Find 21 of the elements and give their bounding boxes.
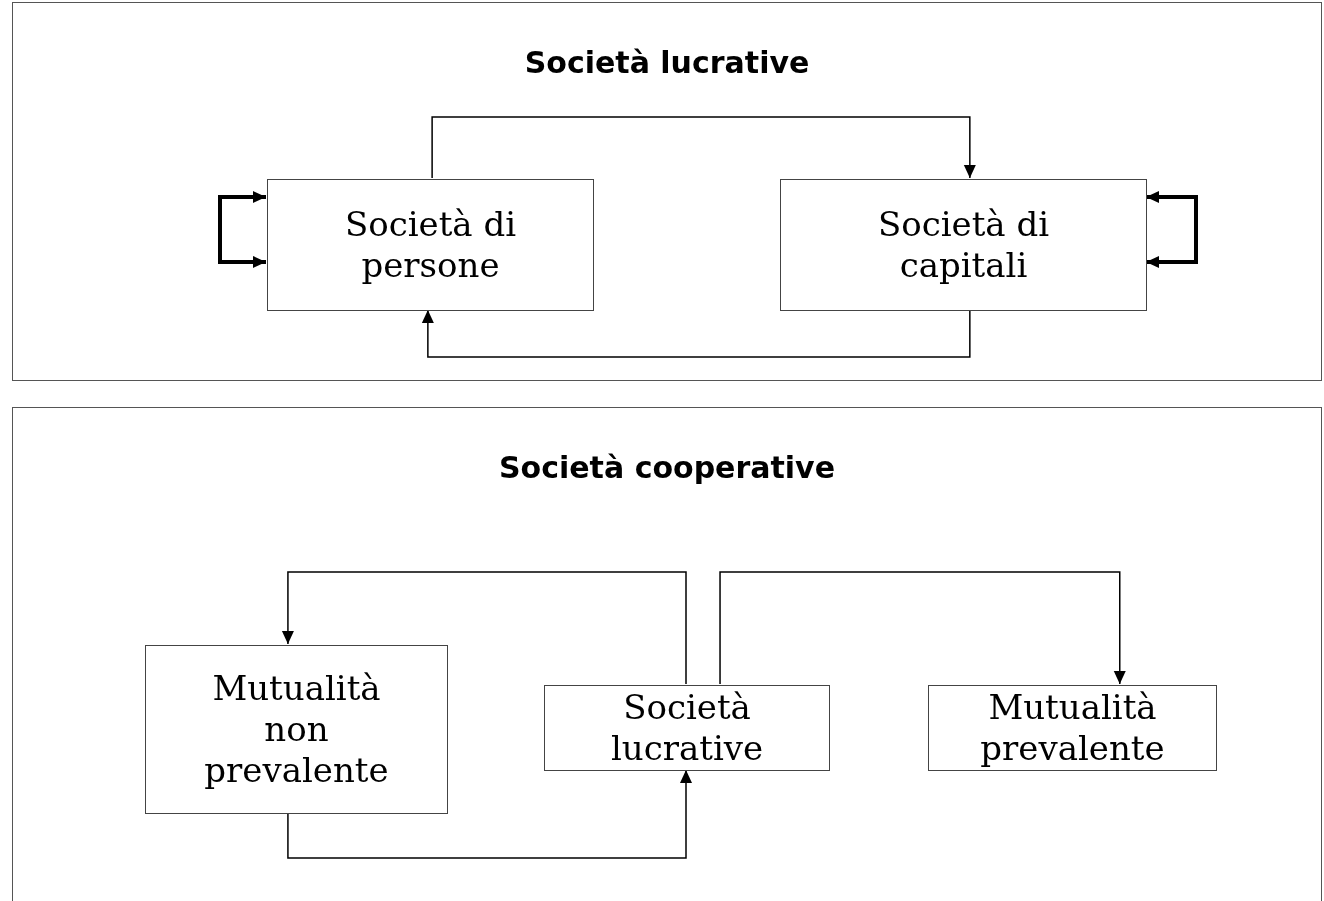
arrow [431, 116, 976, 179]
process-box [544, 685, 830, 771]
panel-frame [12, 407, 1322, 901]
box-label: Società lucrative [609, 687, 765, 769]
box-label: Società di capitali [876, 204, 1051, 286]
arrow [281, 571, 687, 685]
box-label: Società di persone [343, 204, 518, 286]
arrow [287, 769, 692, 859]
arrow [719, 571, 1126, 685]
panel-title: Società cooperative [497, 450, 837, 485]
process-box [267, 179, 594, 311]
process-box [928, 685, 1217, 771]
arrow [421, 309, 971, 358]
process-box [145, 645, 448, 814]
box-label: Mutualità prevalente [979, 687, 1166, 769]
panel-frame [12, 2, 1322, 381]
panel-title: Società lucrative [523, 45, 811, 80]
process-box [780, 179, 1147, 311]
arrow [218, 191, 266, 268]
arrow [1146, 191, 1198, 268]
box-label: Mutualità non prevalente [203, 668, 390, 791]
